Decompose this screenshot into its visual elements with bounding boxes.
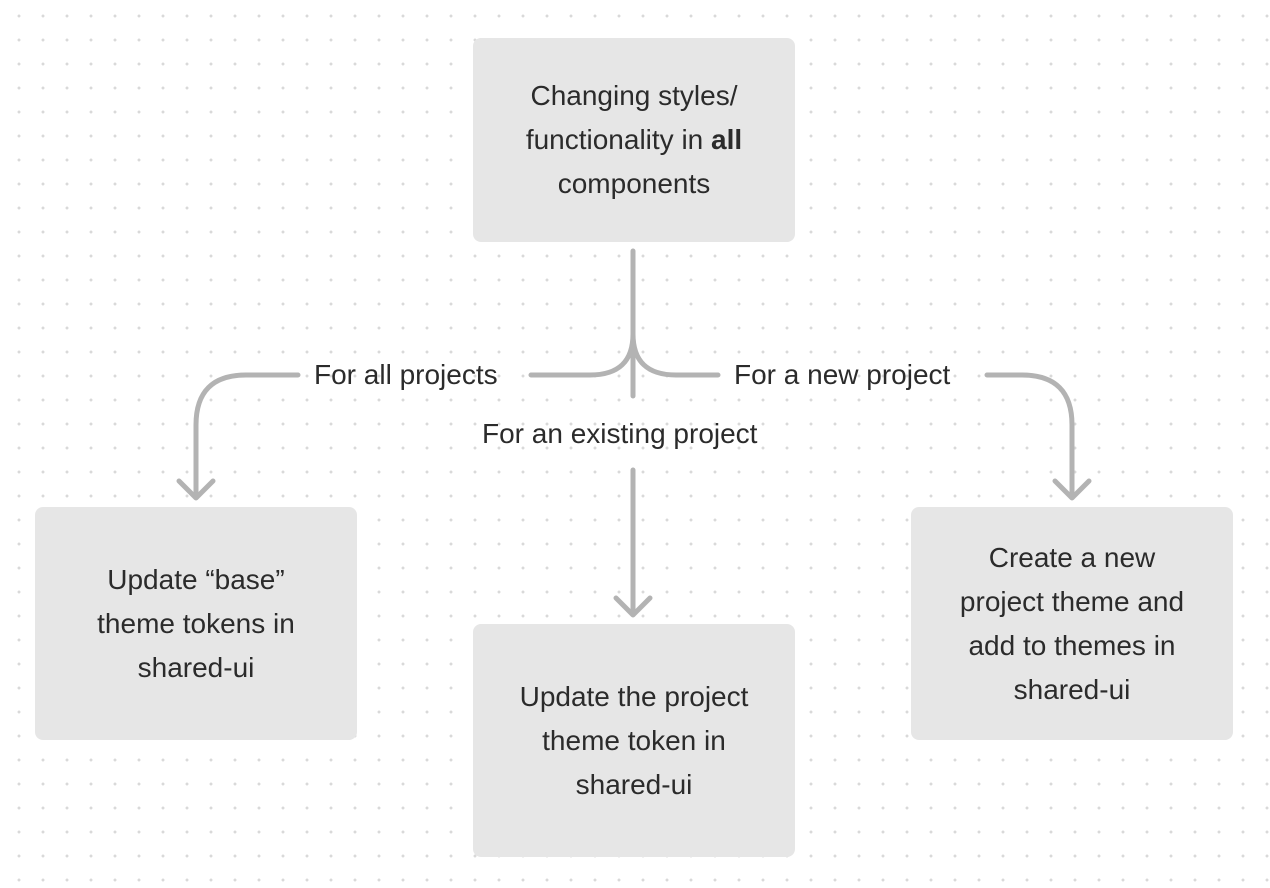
edge-label-existing-project: For an existing project	[482, 418, 758, 449]
node-center-line-2: theme token in	[542, 724, 726, 756]
node-left-line-3: shared-ui	[137, 651, 255, 683]
node-create-new-project-theme[interactable]: Create a new project theme and add to th…	[911, 507, 1233, 740]
node-top-line-2: functionality in all	[526, 118, 742, 162]
node-right-line-4: shared-ui	[1013, 673, 1131, 705]
connector-branch-all-projects	[528, 331, 636, 378]
node-top-line-1: Changing styles/	[530, 80, 738, 111]
node-left-line-1: Update “base”	[107, 563, 285, 595]
node-right-line-2: project theme and	[959, 585, 1185, 617]
arrowhead-center	[613, 595, 653, 618]
connector-branch-new-project	[630, 331, 721, 378]
connector-new-project-to-right	[984, 372, 1075, 499]
node-changing-styles[interactable]: Changing styles/ functionality in all co…	[473, 38, 795, 242]
node-center-line-3: shared-ui	[575, 768, 693, 800]
node-top-emphasis-all: all	[711, 124, 743, 155]
node-update-base-theme-tokens[interactable]: Update “base” theme tokens in shared-ui	[35, 507, 357, 740]
node-right-line-1: Create a new	[988, 541, 1156, 573]
node-update-project-theme-token[interactable]: Update the project theme token in shared…	[473, 624, 795, 857]
node-top-line-2-text: functionality in	[525, 124, 704, 155]
arrowhead-right	[1052, 478, 1092, 501]
edge-label-all-projects: For all projects	[314, 359, 498, 390]
connector-all-projects-to-left	[193, 372, 301, 499]
node-left-line-2: theme tokens in	[97, 607, 295, 639]
arrowhead-left	[176, 478, 216, 501]
node-right-line-3: add to themes in	[968, 629, 1176, 661]
node-top-line-3: components	[557, 168, 711, 199]
node-center-line-1: Update the project	[519, 680, 749, 712]
edge-label-new-project: For a new project	[734, 359, 951, 390]
